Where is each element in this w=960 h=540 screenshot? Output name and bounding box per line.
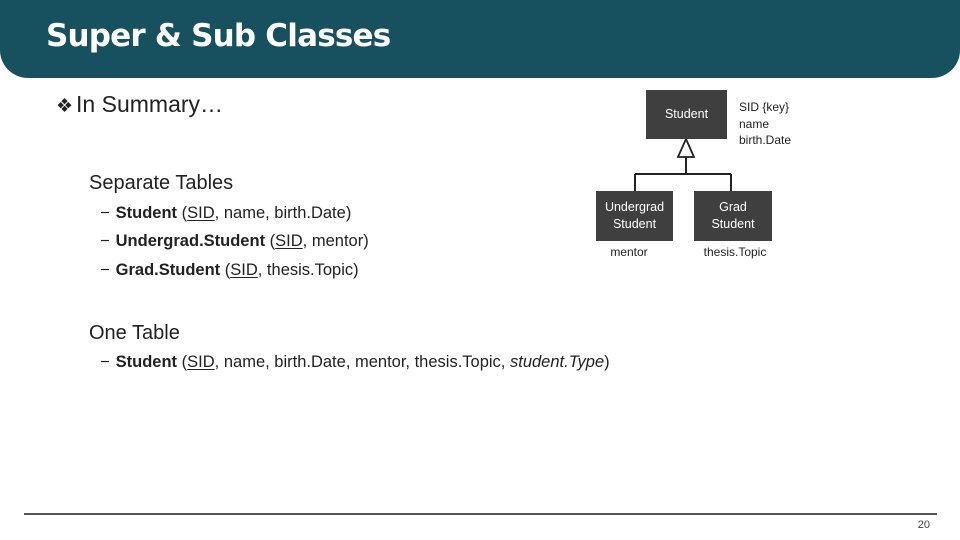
summary-bullet: ❖In Summary… bbox=[56, 91, 223, 118]
subclass-attributes-undergrad: mentor bbox=[610, 245, 648, 259]
slide-title: Super & Sub Classes bbox=[46, 18, 391, 54]
title-bar bbox=[0, 0, 960, 78]
subclass-attributes-grad: thesis.Topic bbox=[703, 245, 767, 259]
superclass-attributes: SID {key} name birth.Date bbox=[739, 100, 792, 147]
diamond-bullet-icon: ❖ bbox=[56, 96, 74, 117]
subclass-box-undergrad: Undergrad Student bbox=[596, 191, 673, 241]
separate-tables-heading: Separate Tables bbox=[89, 172, 234, 194]
list-item: −Undergrad.Student (SID, mentor) bbox=[100, 232, 369, 250]
summary-text: In Summary… bbox=[76, 91, 224, 117]
footer-divider bbox=[24, 513, 937, 515]
list-item: −Student (SID, name, birth.Date) bbox=[100, 204, 352, 222]
one-table-heading: One Table bbox=[89, 322, 180, 344]
page-number: 20 bbox=[917, 519, 930, 531]
list-item: −Grad.Student (SID, thesis.Topic) bbox=[100, 261, 359, 279]
list-item: −Student (SID, name, birth.Date, mentor,… bbox=[100, 353, 610, 371]
superclass-box: Student bbox=[646, 90, 727, 139]
inheritance-arrow-icon bbox=[676, 136, 696, 158]
subclass-box-grad: Grad Student bbox=[694, 191, 772, 241]
